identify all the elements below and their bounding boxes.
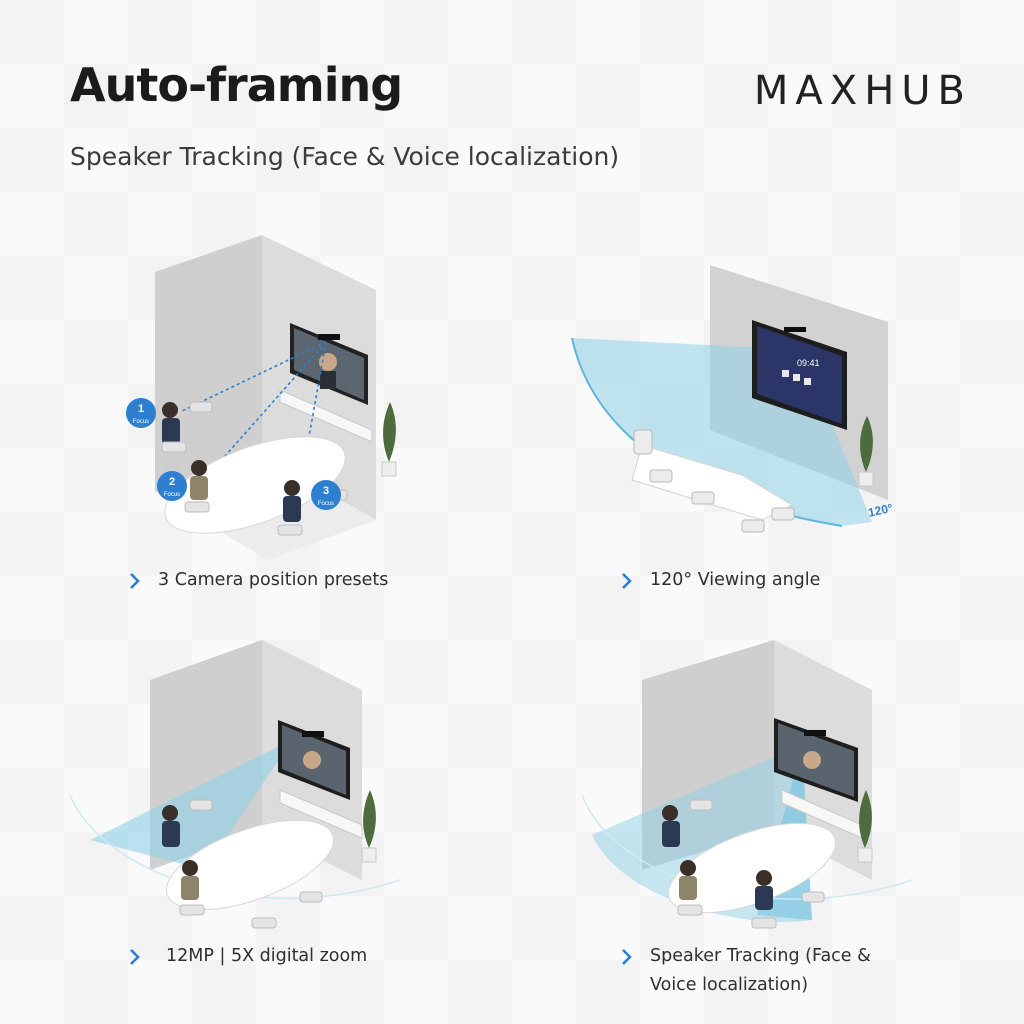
plant-icon (857, 790, 873, 863)
svg-text:Focus: Focus (133, 419, 149, 425)
page-subtitle: Speaker Tracking (Face & Voice localizat… (70, 142, 620, 171)
plant-icon (381, 402, 397, 477)
plant-icon (858, 416, 874, 487)
display-icon (290, 323, 368, 405)
room-illustration-angle: 09:41 120° (571, 265, 894, 533)
chevron-right-icon (622, 949, 632, 965)
plant-icon (361, 790, 377, 863)
angle-label: 120° (867, 501, 894, 520)
camera-icon (318, 334, 340, 340)
display-icon: 09:41 (752, 320, 847, 430)
caption-viewing-angle: 120° Viewing angle (650, 570, 821, 590)
room-illustration-zoom (69, 640, 401, 929)
chevron-right-icon (130, 573, 140, 589)
chevron-right-icon (622, 573, 632, 589)
svg-text:Focus: Focus (164, 492, 180, 498)
panel-digital-zoom: 12MP | 5X digital zoom (0, 630, 512, 1024)
svg-text:2: 2 (169, 476, 175, 488)
focus-badge-1: 1 Focus (126, 398, 156, 428)
chevron-right-icon (130, 949, 140, 965)
display-icon (774, 718, 858, 802)
camera-icon (784, 327, 806, 332)
focus-badge-2: 2 Focus (157, 471, 187, 501)
room-illustration-presets: 1 Focus 2 Focus 3 Focus (126, 235, 397, 560)
caption-camera-presets: 3 Camera position presets (158, 570, 389, 590)
svg-text:Focus: Focus (318, 501, 334, 507)
svg-text:3: 3 (323, 485, 329, 497)
panel-speaker-tracking: Speaker Tracking (Face & Voice localizat… (512, 630, 1024, 1024)
page-title: Auto-framing (70, 58, 403, 112)
camera-icon (804, 730, 826, 736)
brand-logo: MAXHUB (753, 68, 972, 114)
panel-viewing-angle: 09:41 120° 120° Viewing angle (512, 230, 1024, 630)
caption-speaker-tracking-line2: Voice localization) (650, 975, 809, 995)
caption-digital-zoom: 12MP | 5X digital zoom (166, 946, 368, 966)
room-illustration-tracking (581, 640, 913, 929)
camera-icon (302, 731, 324, 737)
display-icon (278, 720, 350, 800)
caption-speaker-tracking-line1: Speaker Tracking (Face & (650, 946, 871, 966)
svg-text:09:41: 09:41 (797, 358, 820, 368)
focus-badge-3: 3 Focus (311, 480, 341, 510)
panel-camera-presets: 1 Focus 2 Focus 3 Focus 3 Camera positio… (0, 230, 512, 630)
svg-text:1: 1 (138, 403, 144, 415)
